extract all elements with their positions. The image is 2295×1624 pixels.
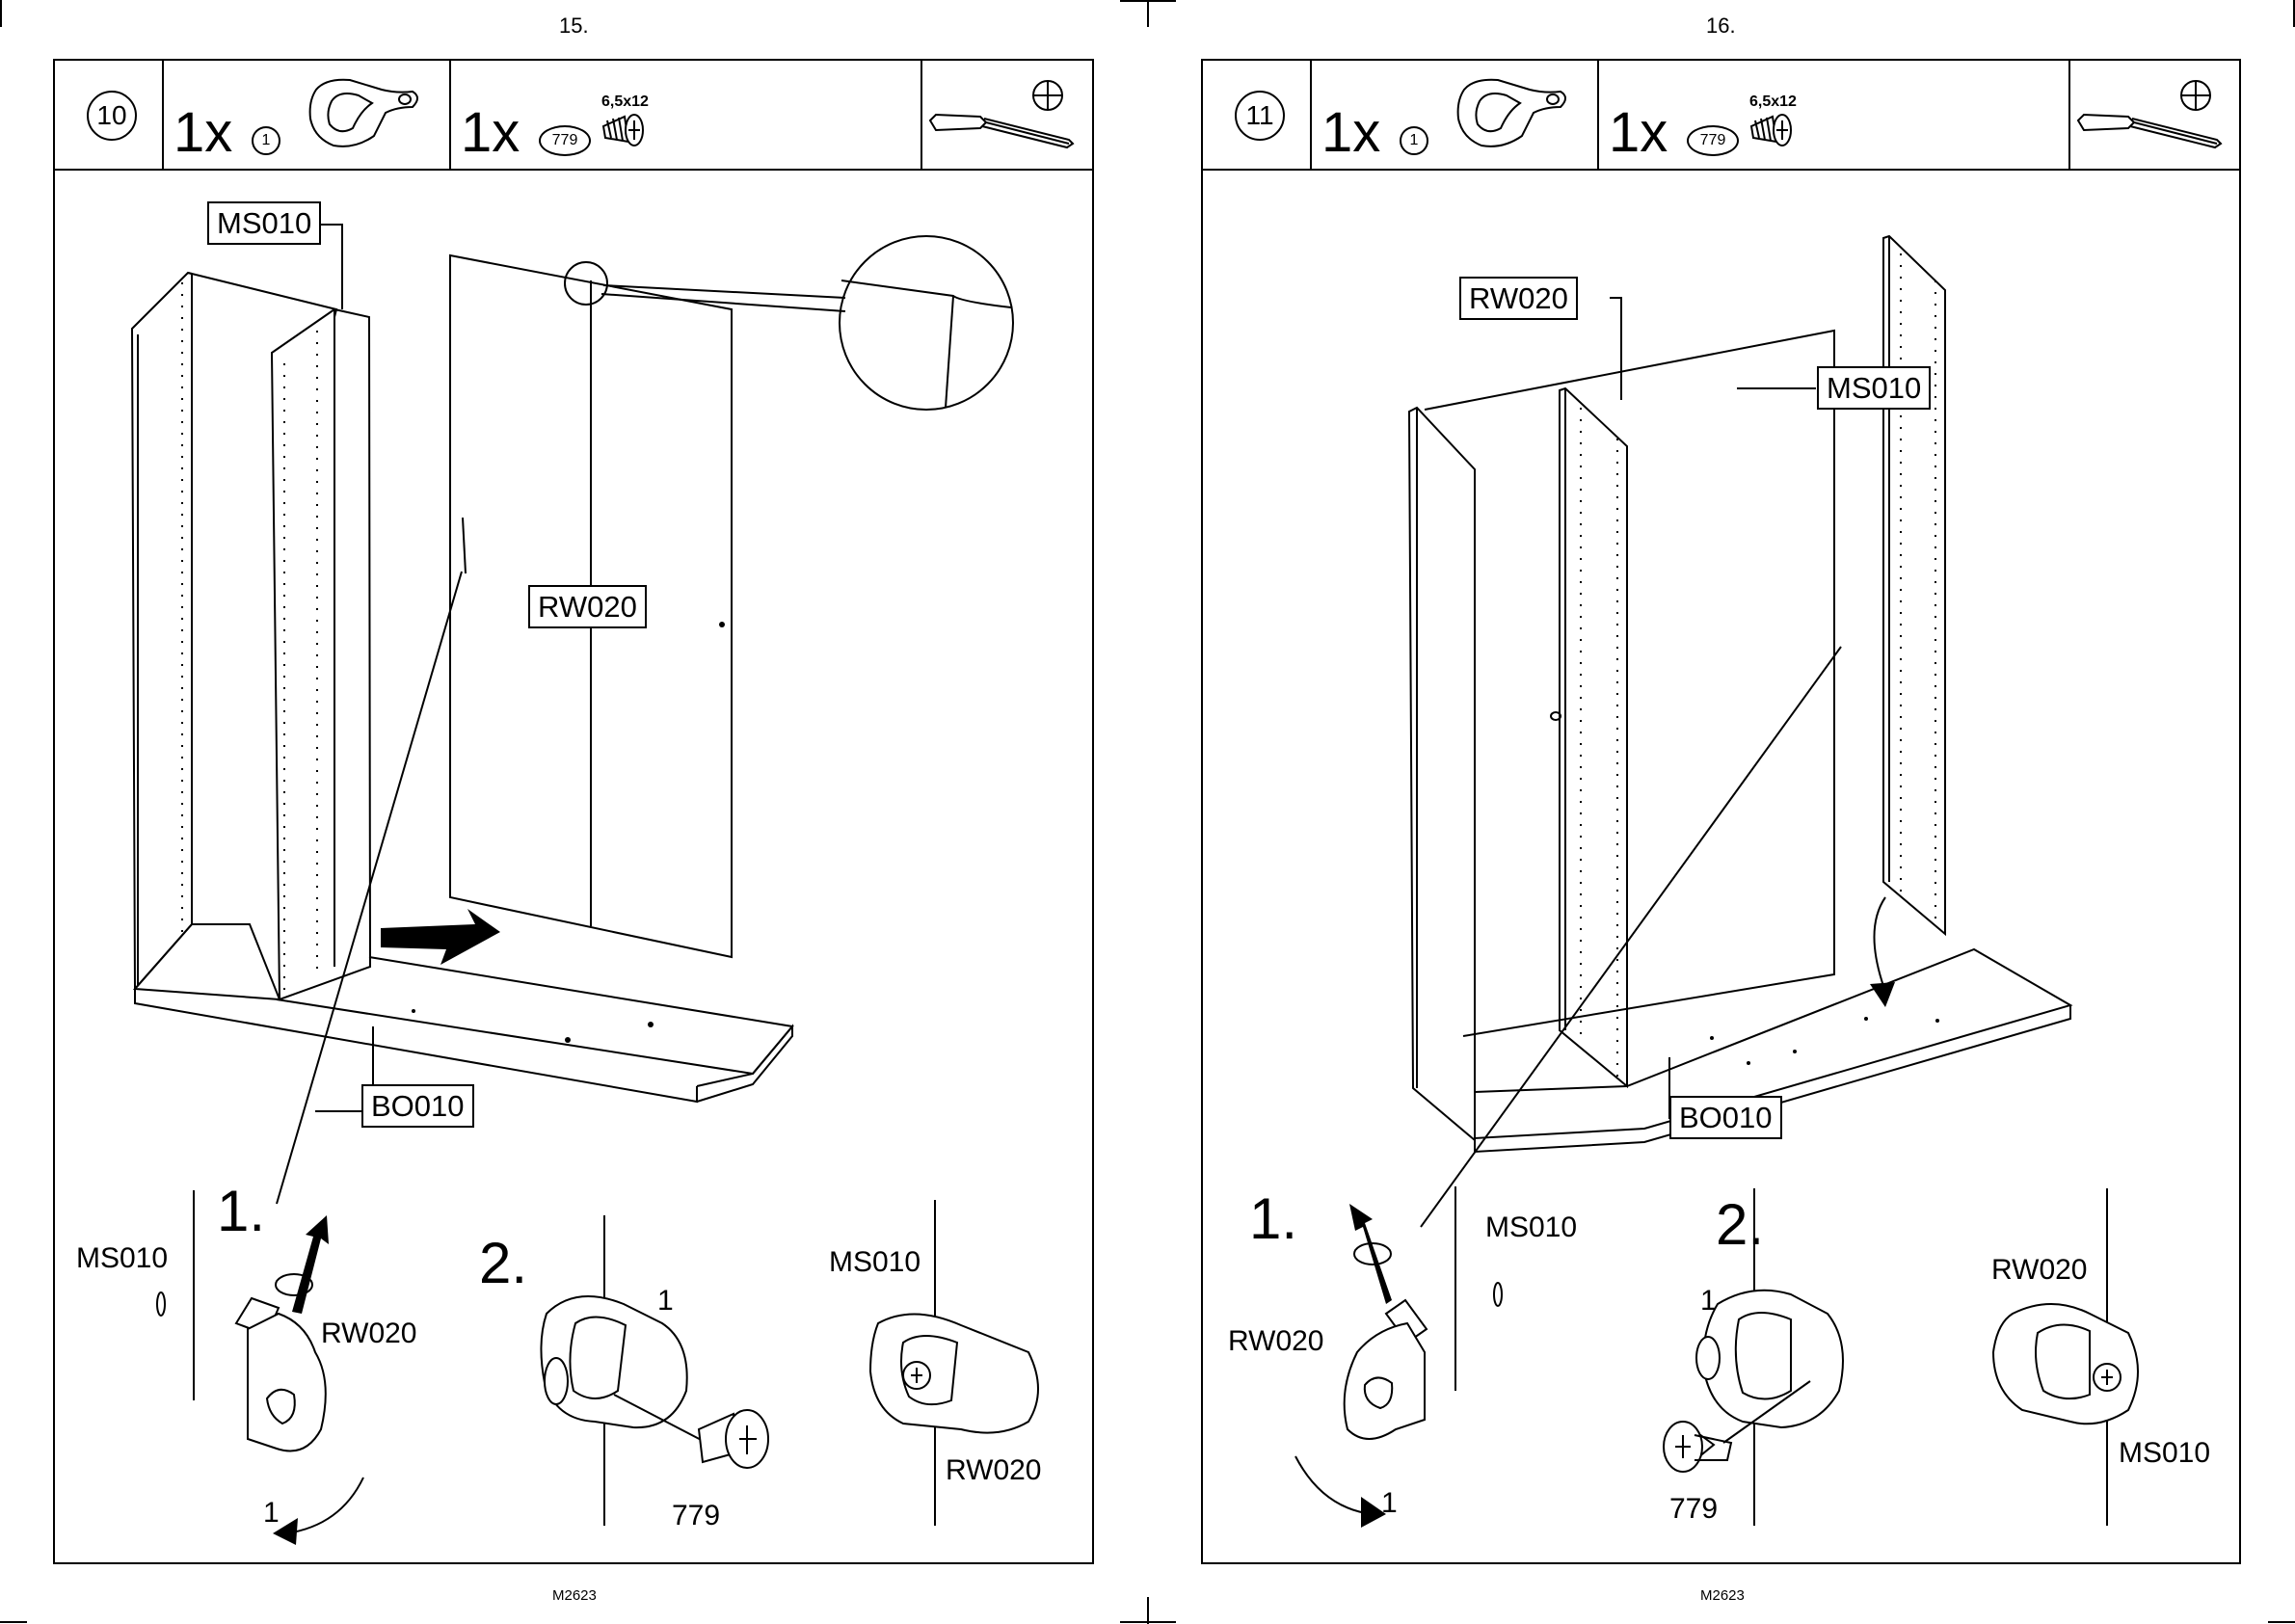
detail-label: RW020 <box>1228 1327 1324 1356</box>
detail-label: RW020 <box>1991 1256 2088 1285</box>
detail-label: 779 <box>1669 1495 1718 1524</box>
right-page: 16. 11 1x 1 1x 779 6,5x12 <box>1148 0 2295 1624</box>
assembly-drawing <box>1203 61 2239 1562</box>
detail-step-1: 1. <box>217 1183 265 1240</box>
detail-label: RW020 <box>946 1456 1042 1485</box>
detail-label: MS010 <box>76 1244 168 1273</box>
detail-step-1: 1. <box>1249 1190 1297 1248</box>
step-panel: 10 1x 1 1x 779 6,5x12 <box>53 59 1094 1564</box>
label-back-panel: RW020 <box>528 585 647 628</box>
label-side-panel: MS010 <box>1817 366 1931 410</box>
detail-step-2: 2. <box>479 1235 527 1292</box>
assembly-drawing <box>55 61 1092 1562</box>
detail-label: MS010 <box>2119 1439 2210 1468</box>
detail-label: MS010 <box>829 1248 921 1277</box>
detail-label: 779 <box>672 1502 720 1531</box>
step-panel: 11 1x 1 1x 779 6,5x12 <box>1201 59 2241 1564</box>
detail-label: 1 <box>657 1287 674 1316</box>
label-bottom-panel: BO010 <box>361 1084 474 1128</box>
detail-label: 1 <box>263 1499 280 1528</box>
page-number: 16. <box>1706 13 1736 39</box>
detail-step-2: 2. <box>1716 1196 1764 1254</box>
detail-label: RW020 <box>321 1319 417 1348</box>
detail-label: 1 <box>1700 1287 1717 1316</box>
detail-label: MS010 <box>1485 1213 1577 1242</box>
detail-label: 1 <box>1381 1489 1398 1518</box>
footer-code: M2623 <box>1700 1587 1745 1604</box>
label-bottom-panel: BO010 <box>1669 1096 1782 1139</box>
label-side-panel: MS010 <box>207 201 321 245</box>
footer-code: M2623 <box>552 1587 597 1604</box>
label-back-panel: RW020 <box>1459 277 1578 320</box>
left-page: 15. 10 1x 1 1x 779 6,5x12 <box>0 0 1147 1624</box>
page-number: 15. <box>559 13 589 39</box>
